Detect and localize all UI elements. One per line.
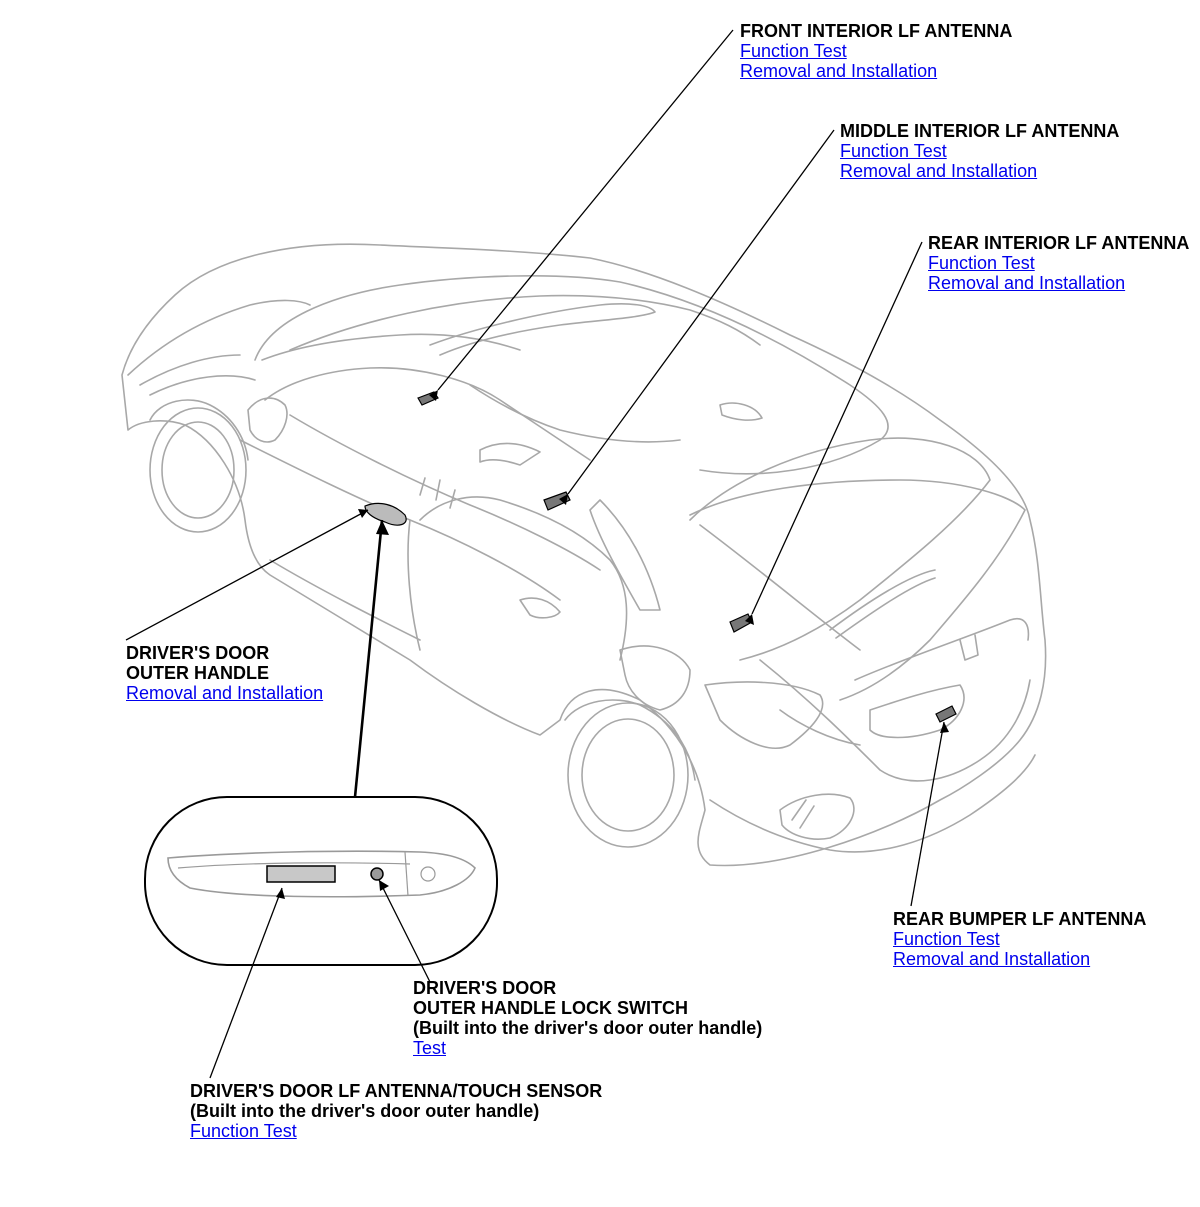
test-link[interactable]: Test bbox=[413, 1038, 447, 1058]
callout-rear-interior-lf-antenna: REAR INTERIOR LF ANTENNA Function Test R… bbox=[928, 233, 1200, 293]
car-illustration bbox=[121, 243, 1047, 867]
callout-title: FRONT INTERIOR LF ANTENNA bbox=[740, 21, 1013, 41]
door-handle-part bbox=[364, 502, 407, 526]
removal-installation-link[interactable]: Removal and Installation bbox=[740, 61, 938, 81]
callout-title: DRIVER'S DOOR LF ANTENNA/TOUCH SENSOR bbox=[190, 1081, 603, 1101]
callout-title-line2: OUTER HANDLE LOCK SWITCH bbox=[413, 998, 688, 1018]
callout-title-line1: DRIVER'S DOOR bbox=[413, 978, 557, 998]
callout-title: REAR INTERIOR LF ANTENNA bbox=[928, 233, 1190, 253]
callout-touch-sensor: DRIVER'S DOOR LF ANTENNA/TOUCH SENSOR (B… bbox=[190, 1081, 602, 1141]
function-test-link[interactable]: Function Test bbox=[893, 929, 1000, 949]
function-test-link[interactable]: Function Test bbox=[928, 253, 1035, 273]
callout-drivers-door-outer-handle: DRIVER'S DOOR OUTER HANDLE Removal and I… bbox=[126, 643, 323, 703]
removal-installation-link[interactable]: Removal and Installation bbox=[928, 273, 1126, 293]
function-test-link[interactable]: Function Test bbox=[190, 1121, 297, 1141]
callout-lock-switch: DRIVER'S DOOR OUTER HANDLE LOCK SWITCH (… bbox=[413, 978, 762, 1058]
rear-antenna-part bbox=[729, 613, 753, 633]
callout-front-interior-lf-antenna: FRONT INTERIOR LF ANTENNA Function Test … bbox=[740, 21, 1012, 81]
removal-installation-link[interactable]: Removal and Installation bbox=[126, 683, 324, 703]
callout-note: (Built into the driver's door outer hand… bbox=[413, 1018, 763, 1038]
touch-sensor-rect bbox=[266, 865, 336, 883]
removal-installation-link[interactable]: Removal and Installation bbox=[893, 949, 1091, 969]
leader-lines bbox=[125, 29, 945, 1079]
callout-title-line2: OUTER HANDLE bbox=[126, 663, 269, 683]
lock-switch-button bbox=[370, 867, 384, 881]
callout-rear-bumper-lf-antenna: REAR BUMPER LF ANTENNA Function Test Rem… bbox=[893, 909, 1146, 969]
callout-title-line1: DRIVER'S DOOR bbox=[126, 643, 270, 663]
callout-title: MIDDLE INTERIOR LF ANTENNA bbox=[840, 121, 1120, 141]
leader-arrowheads bbox=[276, 390, 949, 899]
callout-note: (Built into the driver's door outer hand… bbox=[190, 1101, 540, 1121]
removal-installation-link[interactable]: Removal and Installation bbox=[840, 161, 1038, 181]
callout-middle-interior-lf-antenna: MIDDLE INTERIOR LF ANTENNA Function Test… bbox=[840, 121, 1119, 181]
handle-detail-inset bbox=[144, 796, 498, 966]
function-test-link[interactable]: Function Test bbox=[740, 41, 847, 61]
function-test-link[interactable]: Function Test bbox=[840, 141, 947, 161]
bumper-antenna-part bbox=[935, 705, 957, 723]
callout-title: REAR BUMPER LF ANTENNA bbox=[893, 909, 1147, 929]
